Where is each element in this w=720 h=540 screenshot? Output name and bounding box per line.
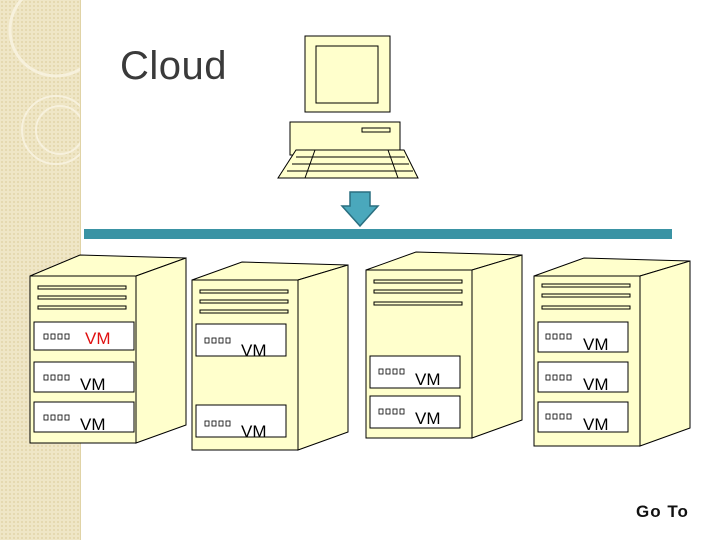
vm-label: VM xyxy=(85,329,111,348)
server-2: VM VM xyxy=(191,261,349,451)
go-to-link[interactable]: Go To xyxy=(636,502,689,521)
vm-label: VM xyxy=(415,370,441,389)
vm-label: VM xyxy=(80,375,106,394)
decorative-arcs xyxy=(8,0,80,165)
vm-label: VM xyxy=(583,335,609,354)
desktop-computer-icon xyxy=(277,35,419,179)
down-arrow-icon xyxy=(340,191,380,228)
server-4: VM VM VM xyxy=(533,257,691,447)
vm-label: VM xyxy=(583,415,609,434)
vm-label: VM xyxy=(241,422,267,441)
vm-label: VM xyxy=(415,409,441,428)
vm-label: VM xyxy=(241,341,267,360)
page-title: Cloud xyxy=(120,44,228,88)
vm-label: VM xyxy=(583,375,609,394)
vm-label: VM xyxy=(80,415,106,434)
server-3: VM VM xyxy=(365,251,523,439)
server-1: VM VM VM xyxy=(29,254,187,444)
network-bar xyxy=(84,229,672,239)
